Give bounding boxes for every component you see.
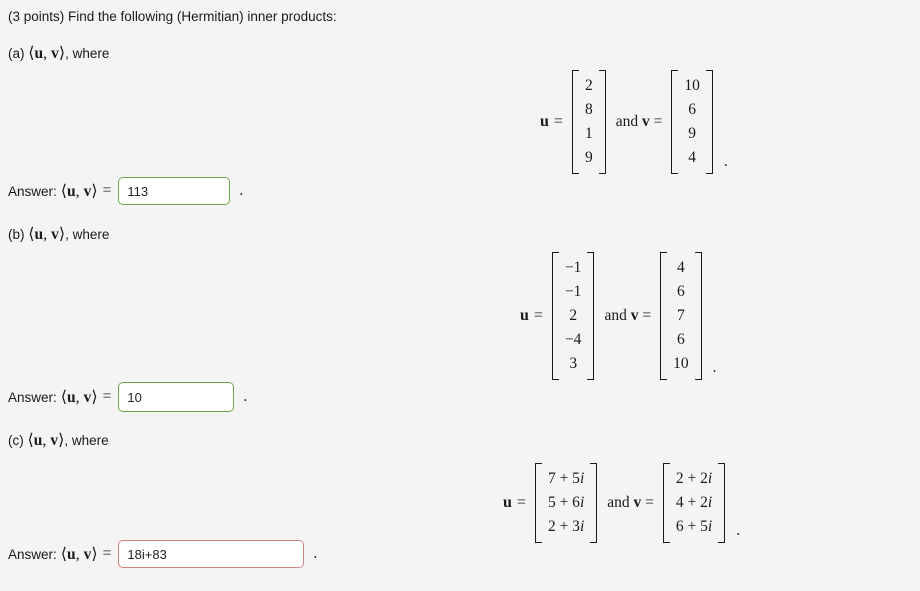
vector-cell: 4 (676, 259, 685, 276)
part-a-equation: u = 2 8 1 9 and v = 10 6 9 4 . (540, 70, 728, 175)
part-b-answer-row: Answer: ⟨u, v⟩ = 10 . (8, 382, 247, 412)
vector-cell: 4 (688, 149, 696, 167)
vector-cell: 9 (688, 125, 696, 143)
part-c-u-equals: = (516, 494, 526, 512)
part-a-u-equals: = (553, 113, 563, 131)
vector-cell: 7 (676, 307, 685, 325)
part-c-prompt-suffix: , where (64, 433, 109, 448)
part-b-answer-notation: ⟨u, v⟩ (60, 389, 98, 406)
part-a-answer-row: Answer: ⟨u, v⟩ = 113 . (8, 177, 243, 205)
part-b-prompt-suffix: , where (65, 227, 110, 242)
vector-cell: 7 + 5i (547, 470, 585, 487)
part-b-prompt: (b) ⟨u, v⟩, where (8, 224, 109, 244)
part-a-prompt-suffix: , where (65, 46, 110, 61)
bracket-left-icon (660, 252, 668, 381)
part-c-answer-input[interactable]: 18i+83 (118, 540, 305, 568)
part-b-equation: u = −1 −1 2 −4 3 and v = 4 6 7 6 10 . (520, 252, 717, 381)
part-a-prompt: (a) ⟨u, v⟩, where (8, 43, 109, 63)
vector-cell: 6 + 5i (675, 518, 713, 536)
part-a-u-vector: 2 8 1 9 (571, 70, 606, 175)
part-b-v-vector: 4 6 7 6 10 (660, 252, 702, 381)
vector-cell: 2 (584, 77, 593, 94)
part-a-and-v: and v = (615, 113, 663, 131)
part-c-answer-equals: = (102, 545, 112, 562)
part-b-u-symbol: u (520, 307, 529, 325)
bracket-right-icon (587, 252, 595, 381)
part-c-v-vector: 2 + 2i 4 + 2i 6 + 5i (662, 463, 726, 544)
part-b-answer-equals: = (102, 388, 112, 405)
bracket-left-icon (662, 463, 670, 544)
vector-cell: 6 (676, 283, 685, 301)
part-a-inner-product-notation: ⟨u, v⟩ (28, 45, 66, 62)
bracket-right-icon (590, 463, 598, 544)
part-a-answer-input[interactable]: 113 (118, 177, 231, 205)
part-a-answer-equals: = (102, 182, 112, 199)
part-c-and-v: and v = (607, 494, 654, 512)
part-b-equation-period: . (712, 359, 717, 377)
part-c-answer-notation: ⟨u, v⟩ (60, 546, 98, 563)
part-a-answer-label: Answer: (8, 183, 57, 199)
vector-cell: 2 (569, 307, 578, 325)
part-a-answer-notation: ⟨u, v⟩ (60, 183, 98, 200)
vector-cell: 1 (584, 125, 593, 143)
vector-cell: 2 + 3i (547, 518, 585, 536)
vector-cell: 10 (684, 77, 700, 94)
bracket-right-icon (718, 463, 726, 544)
vector-cell: 2 + 2i (675, 470, 713, 487)
vector-cell: 8 (584, 101, 593, 119)
part-a-u-symbol: u (540, 113, 549, 131)
vector-cell: 3 (569, 355, 578, 373)
part-c-equation-period: . (736, 522, 741, 540)
vector-cell: 10 (673, 355, 689, 373)
part-b-and-v: and v = (604, 307, 652, 325)
part-b-answer-input[interactable]: 10 (118, 382, 235, 412)
part-b-u-vector: −1 −1 2 −4 3 (551, 252, 595, 381)
part-a-answer-period: . (239, 182, 244, 199)
part-b-u-equals: = (533, 307, 543, 325)
part-b-answer-label: Answer: (8, 389, 57, 405)
bracket-right-icon (694, 252, 702, 381)
vector-cell: −1 (564, 283, 582, 301)
bracket-left-icon (534, 463, 542, 544)
part-c-marker: (c) (8, 433, 24, 448)
vector-cell: 6 (676, 331, 685, 349)
page-title: (3 points) Find the following (Hermitian… (8, 9, 337, 24)
bracket-right-icon (705, 70, 713, 175)
part-c-answer-period: . (313, 545, 318, 562)
bracket-left-icon (571, 70, 579, 175)
part-b-answer-period: . (243, 388, 248, 405)
part-c-inner-product-notation: ⟨u, v⟩ (27, 432, 65, 449)
vector-cell: 5 + 6i (547, 494, 585, 512)
bracket-right-icon (598, 70, 606, 175)
part-b-marker: (b) (8, 227, 25, 242)
part-a-v-vector: 10 6 9 4 (671, 70, 713, 175)
vector-cell: −4 (564, 331, 582, 349)
part-c-prompt: (c) ⟨u, v⟩, where (8, 430, 109, 450)
part-c-u-symbol: u (503, 494, 512, 512)
vector-cell: 4 + 2i (675, 494, 713, 512)
bracket-left-icon (671, 70, 679, 175)
vector-cell: −1 (564, 259, 582, 276)
part-a-equation-period: . (723, 153, 728, 171)
bracket-left-icon (551, 252, 559, 381)
part-a-marker: (a) (8, 46, 25, 61)
part-c-equation: u = 7 + 5i 5 + 6i 2 + 3i and v = 2 + 2i … (503, 463, 741, 544)
vector-cell: 6 (688, 101, 696, 119)
part-c-u-vector: 7 + 5i 5 + 6i 2 + 3i (534, 463, 598, 544)
part-b-inner-product-notation: ⟨u, v⟩ (28, 226, 66, 243)
part-c-answer-row: Answer: ⟨u, v⟩ = 18i+83 . (8, 540, 317, 568)
vector-cell: 9 (584, 149, 593, 167)
part-c-answer-label: Answer: (8, 546, 57, 562)
